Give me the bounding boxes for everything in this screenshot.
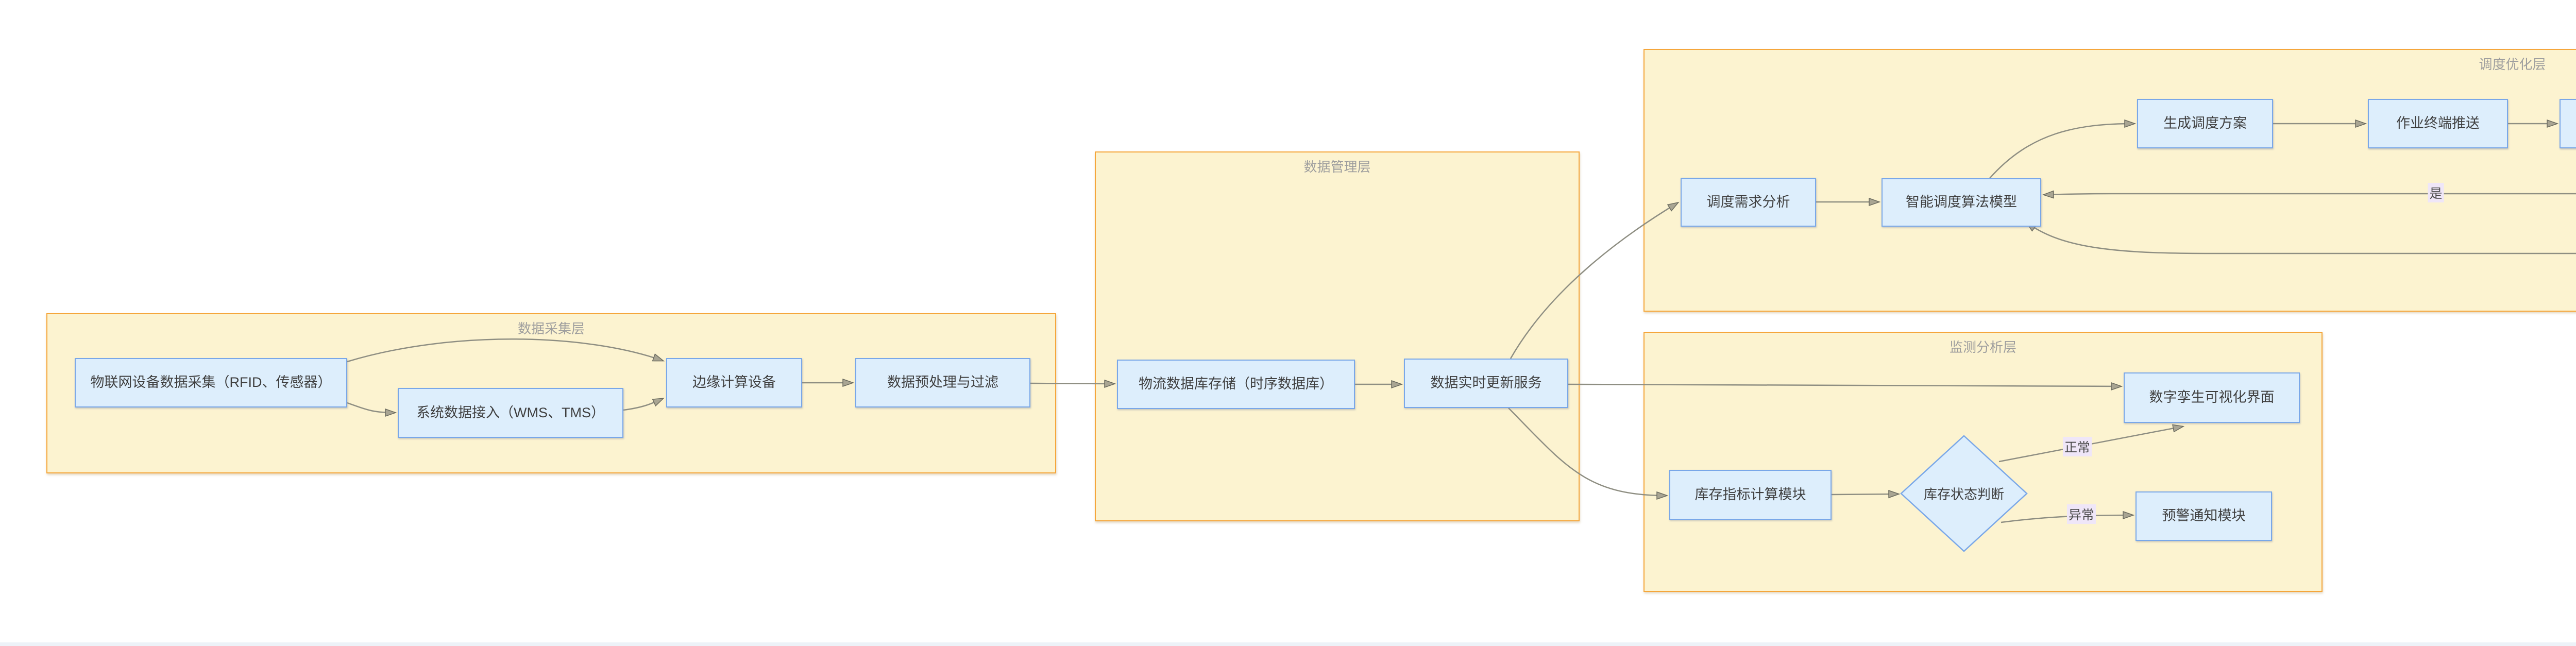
node-label: 物流数据库存储（时序数据库） xyxy=(1139,376,1333,392)
node-label: 系统数据接入（WMS、TMS） xyxy=(416,404,605,420)
node-digital-twin-visualization: 数字孪生可视化界面 xyxy=(2124,372,2300,423)
node-label: 物联网设备数据采集（RFID、传感器） xyxy=(90,375,332,390)
node-inventory-indicator-calc: 库存指标计算模块 xyxy=(1669,470,1832,520)
bottom-edge-bar xyxy=(0,642,2576,646)
node-label: 边缘计算设备 xyxy=(692,375,776,390)
node-alert-notification-module: 预警通知模块 xyxy=(2136,491,2272,541)
node-label: 预警通知模块 xyxy=(2162,508,2246,524)
node-system-data-access: 系统数据接入（WMS、TMS） xyxy=(398,388,623,438)
group-title-scheduling-optimization: 调度优化层 xyxy=(2479,57,2546,72)
node-label: 数据预处理与过滤 xyxy=(887,375,998,390)
group-title-data-management: 数据管理层 xyxy=(1303,159,1371,175)
node-realtime-update-service: 数据实时更新服务 xyxy=(1404,359,1568,408)
node-label: 数据实时更新服务 xyxy=(1430,375,1542,391)
group-title-monitoring-analysis: 监测分析层 xyxy=(1949,339,2016,355)
node-label: 数字孪生可视化界面 xyxy=(2149,389,2275,405)
node-data-preprocess-filter: 数据预处理与过滤 xyxy=(855,358,1030,407)
node-label: 库存指标计算模块 xyxy=(1694,486,1806,502)
node-iot-data-collection: 物联网设备数据采集（RFID、传感器） xyxy=(75,358,347,407)
group-monitoring-analysis-layer: 监测分析层 xyxy=(1643,332,2323,592)
group-title-data-collection: 数据采集层 xyxy=(517,321,585,336)
node-intelligent-scheduling-algo-model: 智能调度算法模型 xyxy=(1882,178,2041,227)
node-job-terminal-push: 作业终端推送 xyxy=(2368,99,2508,148)
node-label: 调度需求分析 xyxy=(1706,194,1790,210)
node-label: 作业终端推送 xyxy=(2396,115,2480,131)
edge-label-abnormal: 异常 xyxy=(2066,504,2096,524)
edge-label-yes-abnormal: 是 xyxy=(2428,183,2444,202)
edge-label-normal: 正常 xyxy=(2062,437,2092,456)
node-scheduling-demand-analysis: 调度需求分析 xyxy=(1681,178,1816,227)
node-generate-scheduling-plan: 生成调度方案 xyxy=(2137,99,2273,148)
group-data-management-layer: 数据管理层 xyxy=(1095,151,1580,521)
diamond-label-inventory-status: 库存状态判断 xyxy=(1923,486,2005,502)
node-label: 智能调度算法模型 xyxy=(1906,194,2017,210)
node-scheduling-exec-monitor: 调度执行监控 xyxy=(2560,99,2576,148)
node-edge-computing-device: 边缘计算设备 xyxy=(666,358,802,407)
node-logistics-db-storage: 物流数据库存储（时序数据库） xyxy=(1117,360,1355,409)
node-label: 生成调度方案 xyxy=(2163,115,2247,131)
